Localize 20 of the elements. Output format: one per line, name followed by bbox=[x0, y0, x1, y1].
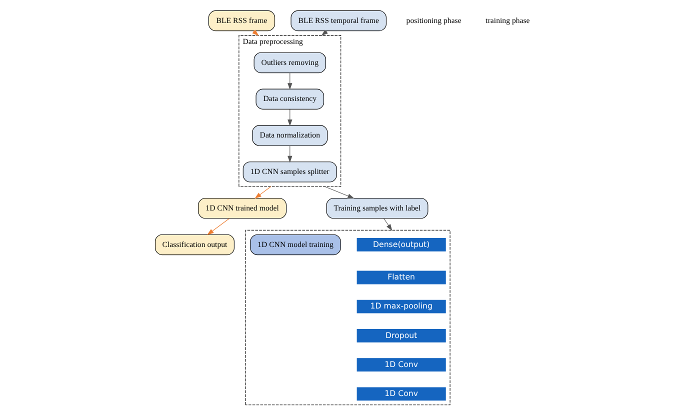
node-box: Data normalization bbox=[252, 125, 328, 146]
label: positioning phase bbox=[406, 16, 462, 25]
arrow bbox=[252, 30, 259, 36]
arrow bbox=[254, 186, 272, 199]
arrow bbox=[288, 72, 292, 90]
arrow bbox=[324, 186, 354, 199]
arrow bbox=[288, 145, 292, 163]
node-box: Classification output bbox=[154, 234, 234, 256]
arrow bbox=[288, 109, 292, 126]
node-box: 1D CNN model training bbox=[250, 234, 341, 256]
node-box: 1D CNN trained model bbox=[198, 198, 287, 219]
arrow bbox=[321, 30, 328, 36]
cluster bbox=[245, 230, 450, 406]
label: training phase bbox=[486, 16, 530, 25]
arrow bbox=[384, 218, 392, 231]
node-box: Data consistency bbox=[256, 88, 324, 110]
node-box: Outliers removing bbox=[254, 52, 326, 74]
node-box: Training samples with label bbox=[326, 198, 428, 219]
node-box: 1D CNN samples splitter bbox=[242, 162, 337, 182]
arrow bbox=[207, 218, 230, 236]
